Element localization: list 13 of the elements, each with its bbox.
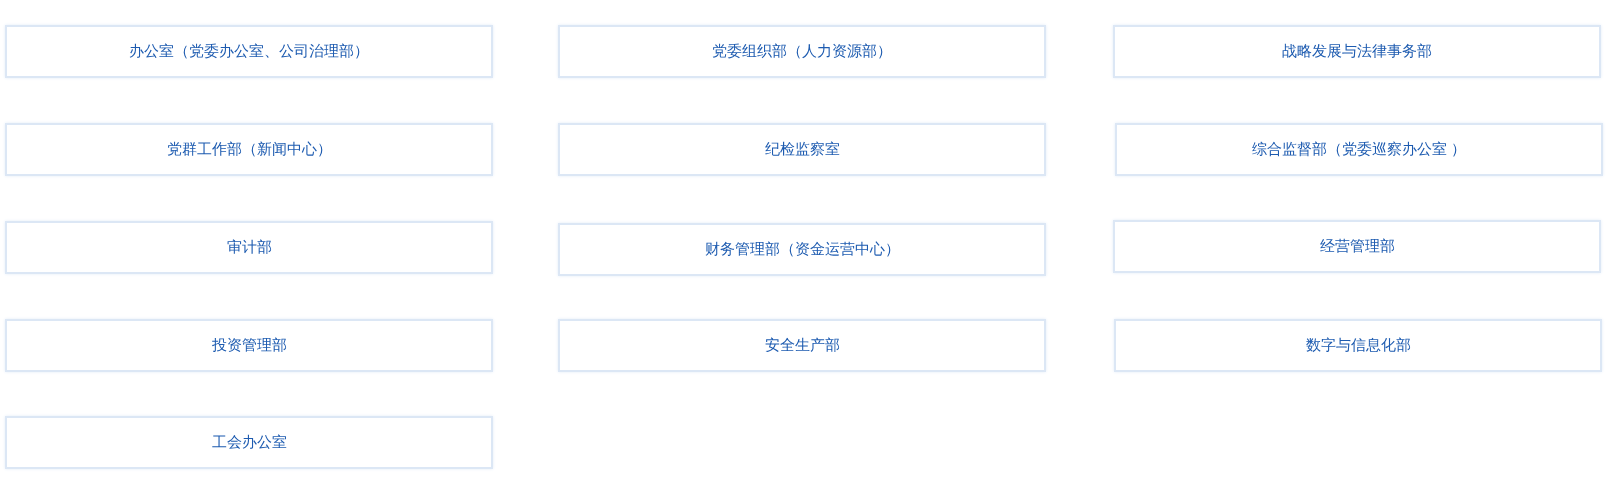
department-box: 党群工作部（新闻中心）	[5, 123, 493, 176]
department-box: 工会办公室	[5, 416, 493, 469]
department-box: 党委组织部（人力资源部）	[558, 25, 1046, 78]
department-box: 审计部	[5, 221, 493, 274]
department-box: 经营管理部	[1113, 220, 1601, 273]
department-box: 综合监督部（党委巡察办公室 ）	[1115, 123, 1603, 176]
department-box: 投资管理部	[5, 319, 493, 372]
department-box: 战略发展与法律事务部	[1113, 25, 1601, 78]
department-box: 财务管理部（资金运营中心）	[558, 223, 1046, 276]
department-box: 纪检监察室	[558, 123, 1046, 176]
department-box: 数字与信息化部	[1114, 319, 1602, 372]
department-box: 安全生产部	[558, 319, 1046, 372]
department-box: 办公室（党委办公室、公司治理部）	[5, 25, 493, 78]
